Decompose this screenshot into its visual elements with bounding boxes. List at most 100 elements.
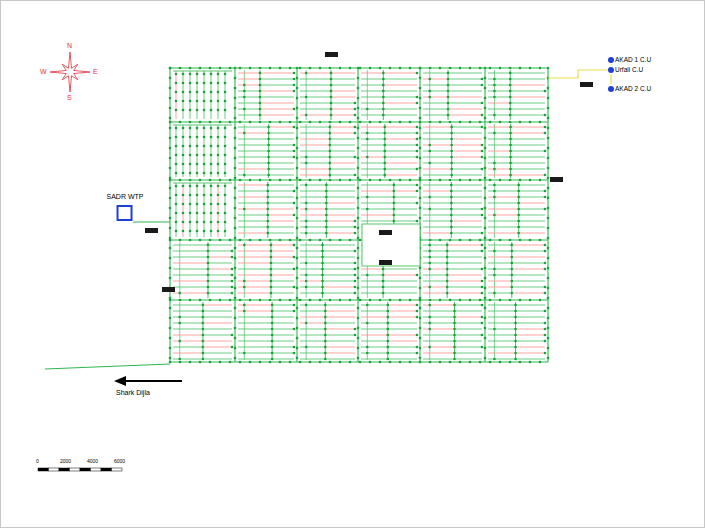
- pipe-node: [196, 136, 199, 139]
- pipe-line: [238, 347, 272, 348]
- pipe-node: [447, 90, 450, 93]
- pipe-node: [178, 316, 181, 319]
- pipe-line: [388, 311, 417, 312]
- pipe-node: [547, 277, 550, 280]
- pipe-line: [173, 353, 203, 354]
- pipe-line: [488, 169, 511, 170]
- plant-node: SADR WTP: [107, 192, 144, 221]
- pipe-line: [488, 353, 516, 354]
- pipe-node: [384, 168, 387, 171]
- pipe-line: [383, 97, 417, 98]
- unit-dot: [608, 57, 614, 63]
- pipe-node: [293, 126, 296, 129]
- pipe-line: [238, 127, 269, 128]
- pipe-node: [296, 197, 299, 200]
- pipe-node: [354, 102, 357, 105]
- pipe-node: [182, 100, 185, 103]
- pipe-line: [173, 335, 203, 336]
- pipe-line: [326, 209, 355, 210]
- pipe-line: [451, 233, 482, 234]
- unit-dot: [608, 67, 614, 73]
- pipe-line: [170, 179, 548, 180]
- pipe-node: [357, 127, 360, 130]
- pipe-line: [510, 115, 545, 116]
- pipe-node: [259, 114, 262, 117]
- pipe-node: [169, 67, 172, 70]
- pipe-line: [238, 115, 260, 116]
- pipe-node: [509, 150, 512, 153]
- pipe-node: [325, 220, 328, 223]
- pipe-line: [270, 242, 271, 298]
- pipe-node: [199, 299, 202, 302]
- pipe-node: [357, 157, 360, 160]
- pipe-node: [481, 250, 484, 253]
- pipe-node: [293, 84, 296, 87]
- pipe-node: [210, 194, 213, 197]
- pipe-line: [331, 73, 355, 74]
- pipe-line: [447, 245, 482, 246]
- pipe-node: [514, 304, 517, 307]
- pipe-node: [416, 202, 419, 205]
- pipe-node: [544, 262, 547, 265]
- pipe-node: [349, 299, 352, 302]
- pipe-line: [238, 341, 272, 342]
- pipe-node: [293, 328, 296, 331]
- pipe-node: [547, 117, 550, 120]
- pipe-node: [309, 361, 312, 364]
- pipe-node: [329, 174, 332, 177]
- pipe-node: [319, 239, 322, 242]
- pipe-line: [519, 221, 545, 222]
- pipe-node: [196, 154, 199, 157]
- pipe-line: [361, 329, 388, 330]
- pipe-node: [544, 150, 547, 153]
- pipe-node: [357, 347, 360, 350]
- pipe-node: [189, 361, 192, 364]
- pipe-line: [488, 251, 512, 252]
- pipe-line: [488, 215, 519, 216]
- pipe-node: [305, 262, 308, 265]
- pipe-node: [349, 121, 352, 124]
- pipe-line: [300, 311, 325, 312]
- pipe-node: [509, 138, 512, 141]
- pipe-node: [296, 87, 299, 90]
- pipe-node: [189, 163, 192, 166]
- pipe-node: [447, 108, 450, 111]
- pipe-node: [169, 97, 172, 100]
- pipe-line: [488, 151, 511, 152]
- pipe-connector: [610, 64, 611, 66]
- pipe-node: [529, 361, 532, 364]
- pipe-node: [419, 67, 422, 70]
- pipe-node: [299, 179, 302, 182]
- pipe-node: [196, 212, 199, 215]
- pipe-line: [244, 182, 245, 238]
- map-tag: [162, 287, 175, 292]
- pipe-node: [439, 361, 442, 364]
- pipe-line: [238, 317, 272, 318]
- pipe-node: [199, 179, 202, 182]
- pipe-line: [383, 293, 417, 294]
- pipe-node: [387, 352, 390, 355]
- pipe-node: [293, 190, 296, 193]
- pipe-line: [331, 115, 355, 116]
- pipe-line: [452, 157, 482, 158]
- pipe-node: [547, 337, 550, 340]
- pipe-node: [217, 127, 220, 130]
- pipe-line: [203, 305, 232, 306]
- pipe-node: [416, 168, 419, 171]
- pipe-node: [447, 72, 450, 75]
- pipe-node: [393, 190, 396, 193]
- pipe-line: [383, 115, 417, 116]
- pipe-node: [354, 292, 357, 295]
- pipe-node: [419, 127, 422, 130]
- pipe-node: [224, 136, 227, 139]
- pipe-node: [481, 114, 484, 117]
- pipe-node: [447, 78, 450, 81]
- pipe-node: [419, 299, 422, 302]
- pipe-line: [512, 293, 545, 294]
- pipe-node: [354, 226, 357, 229]
- pipe-line: [423, 191, 451, 192]
- pipe-node: [196, 73, 199, 76]
- pipe-node: [210, 221, 213, 224]
- pipe-node: [481, 84, 484, 87]
- pipe-node: [296, 267, 299, 270]
